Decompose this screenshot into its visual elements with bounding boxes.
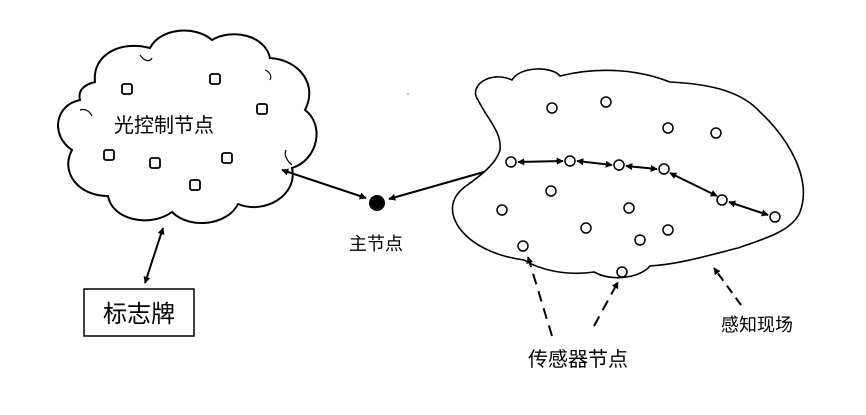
cloud-detail	[79, 108, 93, 117]
light-control-node	[189, 179, 201, 191]
light-control-cloud	[57, 29, 318, 225]
sensor-node	[623, 202, 635, 214]
sensor-node	[710, 127, 722, 139]
sensor-node	[716, 194, 728, 206]
sensor-node	[662, 224, 674, 236]
chain-arrow	[728, 200, 769, 217]
sensor-node	[505, 156, 517, 168]
light-control-node	[209, 73, 221, 85]
sensor-node	[613, 159, 625, 171]
sensor-node	[634, 234, 646, 246]
sensor-pointer-arrow	[526, 256, 553, 337]
sensor-node	[662, 122, 674, 134]
chain-arrow	[576, 158, 613, 168]
light-control-nodes-label: 光控制节点	[114, 113, 214, 137]
light-control-node	[256, 103, 268, 115]
sensor-node-group	[496, 96, 781, 278]
sensor-nodes-label: 传感器节点	[528, 347, 628, 371]
cloud-sign-arrow	[143, 227, 165, 284]
sensing-field-label: 感知现场	[721, 315, 793, 336]
field-pointer-arrow	[713, 267, 742, 306]
sensor-node	[564, 155, 576, 167]
light-control-node	[149, 157, 161, 169]
sensor-chain	[517, 157, 769, 217]
sensor-pointer-arrow	[593, 281, 619, 327]
master-node-label: 主节点	[349, 234, 403, 255]
light-control-node	[221, 152, 233, 164]
cloud-detail	[139, 54, 153, 62]
chain-arrow	[625, 163, 658, 172]
sensor-node	[545, 185, 557, 197]
light-control-node	[121, 83, 133, 95]
light-control-node	[103, 149, 115, 161]
sensor-node	[517, 240, 529, 252]
stray-dot	[407, 93, 409, 95]
sensor-node	[600, 96, 612, 108]
cloud-master-arrow	[281, 168, 367, 200]
cloud-detail	[264, 69, 272, 81]
sign-label: 标志牌	[103, 300, 175, 328]
cloud-detail	[284, 149, 293, 166]
sensor-node	[769, 211, 781, 223]
sensor-node	[616, 266, 628, 278]
sensor-node	[546, 102, 558, 114]
sensor-node	[580, 222, 592, 234]
sensor-node	[658, 163, 670, 175]
sensing-field	[451, 68, 805, 279]
light-control-node-group	[103, 73, 268, 191]
chain-arrow	[669, 172, 718, 197]
sign-box	[83, 288, 195, 337]
master-node	[369, 195, 385, 211]
sensor-node	[496, 204, 508, 216]
chain-arrow	[517, 157, 564, 166]
